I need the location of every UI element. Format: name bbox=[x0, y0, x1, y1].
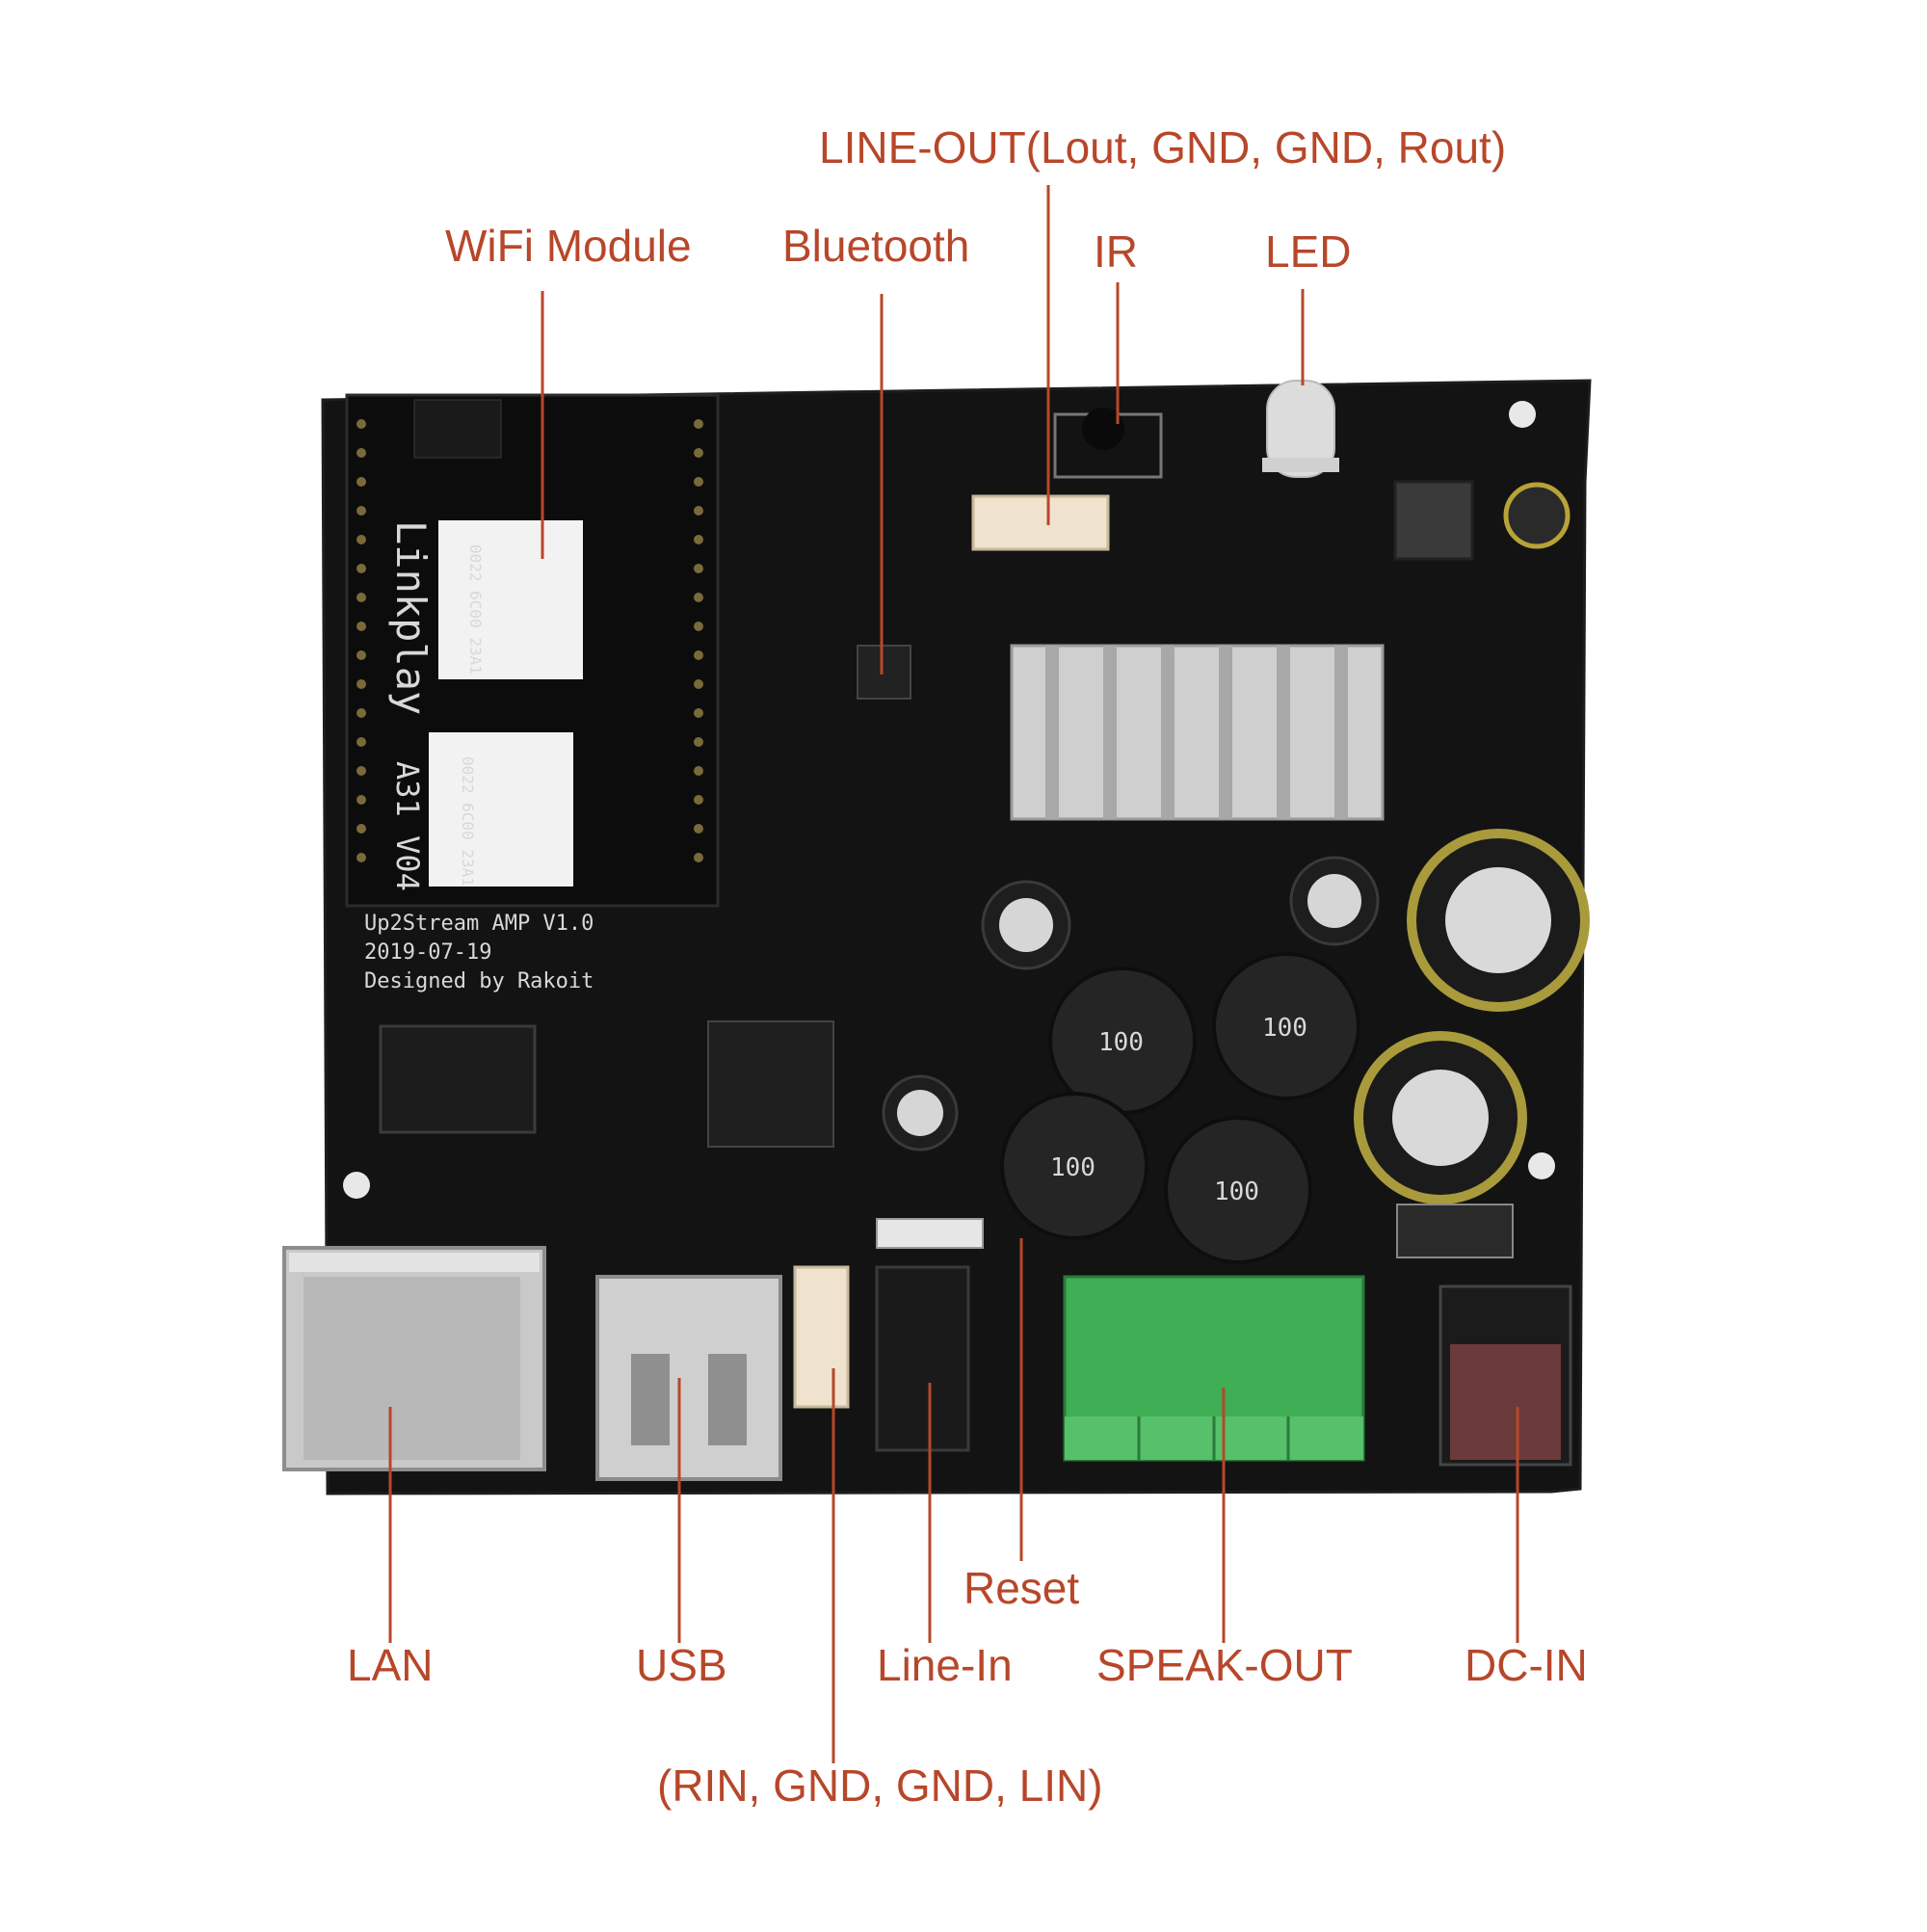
lan-port bbox=[282, 1246, 546, 1471]
module-model: A31 V04 bbox=[389, 761, 426, 891]
board-name: Up2Stream AMP V1.0 bbox=[364, 912, 594, 936]
lan-transformer bbox=[379, 1024, 537, 1134]
mounting-hole bbox=[343, 1172, 370, 1199]
arm-processor bbox=[707, 1020, 834, 1148]
usb-port bbox=[595, 1275, 782, 1481]
board-date: 2019-07-19 bbox=[364, 940, 491, 965]
chip-code: 0022 6C00 23A1 bbox=[459, 756, 477, 887]
bluetooth-chip bbox=[857, 645, 911, 700]
heat-sink bbox=[1010, 644, 1385, 821]
label-line-in-pins: (RIN, GND, GND, LIN) bbox=[657, 1760, 1103, 1811]
label-line-out: LINE-OUT(Lout, GND, GND, Rout) bbox=[819, 122, 1507, 172]
label-speak-out: SPEAK-OUT bbox=[1096, 1640, 1353, 1690]
wifi-module: Linkplay A31 V04 0022 6C00 23A1 0022 6C0… bbox=[345, 393, 720, 908]
inductor: 100 bbox=[1048, 966, 1197, 1115]
mounting-hole bbox=[1528, 1152, 1555, 1179]
label-lan: LAN bbox=[347, 1640, 434, 1690]
capacitor bbox=[1354, 1031, 1527, 1204]
reset-switch bbox=[876, 1218, 984, 1249]
inductor: 100 bbox=[1212, 952, 1360, 1100]
power-inductor bbox=[1393, 480, 1474, 561]
inductor-value: 100 bbox=[1050, 1153, 1095, 1182]
inductor-value: 100 bbox=[1262, 1014, 1307, 1043]
speaker-terminal bbox=[1063, 1275, 1365, 1462]
mounting-hole bbox=[1509, 401, 1536, 428]
line-in-connector bbox=[793, 1265, 850, 1409]
label-bluetooth: Bluetooth bbox=[782, 221, 970, 271]
capacitor bbox=[882, 1074, 959, 1151]
inductor-value: 100 bbox=[1214, 1178, 1259, 1206]
capacitor bbox=[1407, 829, 1590, 1012]
label-ir: IR bbox=[1094, 226, 1138, 277]
inductor-value: 100 bbox=[1098, 1028, 1144, 1057]
board-designer: Designed by Rakoit bbox=[364, 969, 594, 993]
dc-in-jack bbox=[1439, 1284, 1572, 1467]
chip-code: 0022 6C00 23A1 bbox=[466, 544, 485, 675]
line-out-connector bbox=[971, 494, 1110, 551]
label-dc-in: DC-IN bbox=[1465, 1640, 1588, 1690]
label-line-in: Line-In bbox=[877, 1640, 1013, 1690]
module-brand: Linkplay bbox=[387, 520, 435, 715]
diode bbox=[1396, 1204, 1514, 1258]
line-in-jack bbox=[875, 1265, 970, 1452]
inductor: 100 bbox=[1000, 1092, 1148, 1240]
label-reset: Reset bbox=[964, 1563, 1080, 1613]
capacitor bbox=[1503, 482, 1571, 549]
capacitor bbox=[981, 880, 1071, 970]
inductor: 100 bbox=[1164, 1116, 1312, 1264]
label-wifi-module: WiFi Module bbox=[445, 221, 692, 271]
label-usb: USB bbox=[636, 1640, 727, 1690]
label-led: LED bbox=[1265, 226, 1352, 277]
led-component bbox=[1262, 380, 1339, 478]
capacitor bbox=[1289, 856, 1380, 946]
ir-receiver bbox=[1053, 408, 1163, 479]
